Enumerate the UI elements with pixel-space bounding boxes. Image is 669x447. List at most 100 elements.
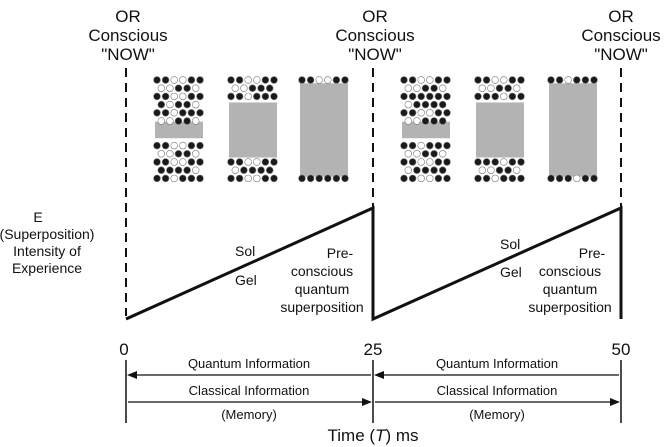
tubulin-dimer [244,76,252,84]
tubulin-dimer [474,92,482,101]
tubulin-dimer [478,166,486,174]
tubulin-dimer [417,141,425,150]
microtubule-3 [400,76,451,183]
tubulin-dimer [417,109,425,117]
tubulin-dimer [430,166,438,174]
pre-label-1-line1: Pre- [579,245,606,261]
tubulin-dimer [324,174,332,183]
tubulin-dimer [261,158,270,166]
tubulin-dimer [153,76,161,84]
or-label-1-line2: Conscious [335,26,414,45]
tubulin-dimer [434,92,443,101]
tubulin-dimer [174,166,183,174]
tubulin-dimer [426,174,434,183]
classical-info-label-0: Classical Information [189,383,310,398]
tubulin-dimer [443,76,451,84]
tubulin-dimer [183,117,191,125]
tubulin-dimer [421,100,430,109]
tubulin-dimer [439,84,447,92]
tubulin-dimer [187,174,196,183]
tubulin-dimer [400,92,408,101]
pre-label-1-line4: superposition [528,299,611,315]
classical-arrowhead-1 [610,398,620,406]
tubulin-dimer [174,150,183,158]
gel-label-1: Gel [500,264,522,280]
tubulin-dimer [183,84,191,92]
memory-label-0: (Memory) [221,407,277,422]
tubulin-dimer [166,100,174,109]
tubulin-dimer [430,117,438,125]
tubulin-dimer [153,92,161,101]
tubulin-dimer [508,92,517,101]
tubulin-dimer [179,174,187,183]
y-label-line1: E [33,209,42,225]
tubulin-dimer [404,166,412,174]
tubulin-dimer [332,174,341,183]
tubulin-dimer [192,84,200,92]
tubulin-dimer [157,84,166,92]
tubulin-dimer [192,117,200,125]
tubulin-dimer [227,92,235,101]
tubulin-dimer [443,92,451,101]
tubulin-dimer [482,76,491,84]
tubulin-dimer [315,174,323,183]
or-label-2-line2: Conscious [581,26,660,45]
y-label-line2: (Superposition) [0,226,94,242]
tubulin-dimer [426,92,434,101]
sawtooth-intensity-curve [125,205,623,322]
microtubule-1 [227,76,278,183]
tubulin-dimer [332,76,341,84]
tubulin-dimer [174,117,183,125]
tubulin-dimer [443,109,451,117]
tubulin-dimer [166,84,174,92]
tubulin-dimer [324,76,332,84]
sol-label-0: Sol [235,243,255,259]
tubulin-dimer [166,166,174,174]
tubulin-dimer [421,84,430,92]
tubulin-dimer [170,109,178,117]
tubulin-dimer [231,84,240,92]
tick-label-0: 0 [119,340,128,359]
tubulin-dimer [439,166,447,174]
tubulin-dimer [512,84,521,92]
tubulin-dimer [404,84,412,92]
tubulin-dimer [187,76,196,84]
or-label-0: OR Conscious "NOW" [88,7,167,64]
tubulin-dimer [581,76,590,84]
tubulin-dimer [261,174,270,183]
tubulin-dimer [157,166,166,174]
tubulin-dimer [421,117,430,125]
tubulin-dimer [581,174,590,183]
tubulin-dimer [270,174,278,183]
tubulin-dimer [421,166,430,174]
or-label-2-line3: "NOW" [594,45,648,64]
tubulin-dimer [495,84,504,92]
tubulin-dimer [474,174,482,183]
tubulin-dimer [196,109,204,117]
time-axis-title-suffix: ) ms [385,426,418,445]
tubulin-dimer [166,150,174,158]
tubulin-dimer [192,166,200,174]
tubulin-dimer [500,76,508,84]
tubulin-dimer [421,150,430,158]
tubulin-dimer [404,117,412,125]
tubulin-dimer [196,174,204,183]
tubulin-dimer [400,174,408,183]
time-axis-title-var: T [375,426,387,445]
or-label-1-line1: OR [362,7,388,26]
tubulin-dimer [408,174,417,183]
superposition-region [476,102,524,158]
tubulin-dimer [487,166,495,174]
tubulin-dimer [187,92,196,101]
tubulin-dimer [196,141,204,150]
tubulin-dimer [183,166,191,174]
pre-label-1-line2: conscious [539,263,601,279]
superposition-region [229,102,277,158]
tubulin-dimer [306,174,315,183]
tubulin-dimer [508,76,517,84]
tubulin-dimer [341,76,349,84]
tubulin-dimer [408,158,417,166]
tubulin-dimer [196,158,204,166]
microtubule-5 [547,76,598,183]
tubulin-dimer [443,174,451,183]
